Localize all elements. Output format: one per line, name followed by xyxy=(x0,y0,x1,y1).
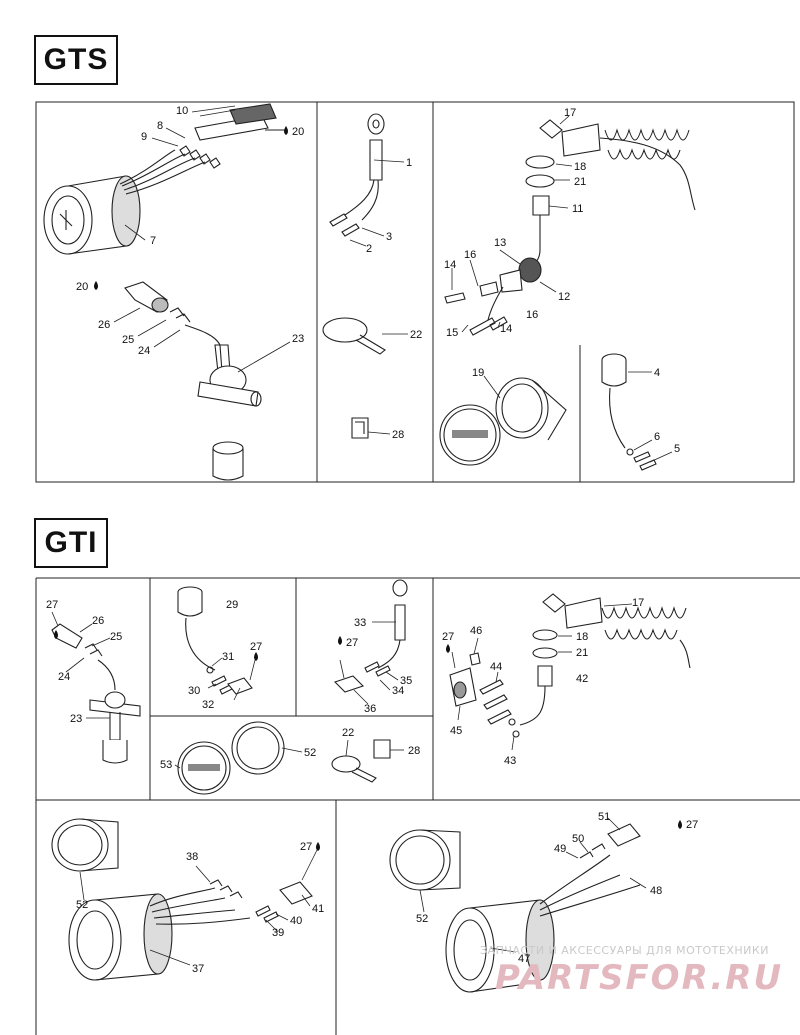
sealant-drop-icon xyxy=(446,644,450,653)
callout-21: 21 xyxy=(576,647,588,659)
sealant-drop-icon xyxy=(316,842,320,851)
callout-30: 30 xyxy=(188,685,200,697)
callout-49: 49 xyxy=(554,843,566,855)
callout-27: 27 xyxy=(46,599,58,611)
callout-34: 34 xyxy=(392,685,404,697)
callout-13: 13 xyxy=(494,237,506,249)
callout-35: 35 xyxy=(400,675,412,687)
callout-23: 23 xyxy=(70,713,82,725)
gauge-7 xyxy=(43,175,141,255)
callout-23: 23 xyxy=(292,333,304,345)
section-badge-gts: GTS xyxy=(34,35,118,85)
callout-18: 18 xyxy=(574,161,586,173)
callout-28: 28 xyxy=(408,745,420,757)
callout-50: 50 xyxy=(572,833,584,845)
callout-7: 7 xyxy=(150,235,156,247)
callout-52: 52 xyxy=(416,913,428,925)
callout-39: 39 xyxy=(272,927,284,939)
callout-21: 21 xyxy=(574,176,586,188)
callout-27: 27 xyxy=(250,641,262,653)
callout-52: 52 xyxy=(304,747,316,759)
callout-2: 2 xyxy=(366,243,372,255)
callout-40: 40 xyxy=(290,915,302,927)
callout-10: 10 xyxy=(176,105,188,117)
callout-20: 20 xyxy=(292,126,304,138)
callout-48: 48 xyxy=(650,885,662,897)
callout-29: 29 xyxy=(226,599,238,611)
callout-26: 26 xyxy=(92,615,104,627)
callout-25: 25 xyxy=(110,631,122,643)
callout-27: 27 xyxy=(442,631,454,643)
callout-46: 46 xyxy=(470,625,482,637)
callout-16: 16 xyxy=(526,309,538,321)
callout-24: 24 xyxy=(138,345,150,357)
sealant-drop-icon xyxy=(94,281,98,290)
watermark-logo: PARTSFOR.RU xyxy=(495,958,784,998)
callout-27: 27 xyxy=(300,841,312,853)
sealant-drop-icon xyxy=(284,126,288,135)
callout-33: 33 xyxy=(354,617,366,629)
callout-22: 22 xyxy=(342,727,354,739)
callout-3: 3 xyxy=(386,231,392,243)
callout-17: 17 xyxy=(564,107,576,119)
callout-6: 6 xyxy=(654,431,660,443)
callout-4: 4 xyxy=(654,367,660,379)
callout-32: 32 xyxy=(202,699,214,711)
callout-45: 45 xyxy=(450,725,462,737)
sealant-drop-icon xyxy=(54,630,58,639)
callout-12: 12 xyxy=(558,291,570,303)
callout-17: 17 xyxy=(632,597,644,609)
callout-42: 42 xyxy=(576,673,588,685)
callout-9: 9 xyxy=(141,131,147,143)
callout-14: 14 xyxy=(500,323,512,335)
callout-52: 52 xyxy=(76,899,88,911)
callout-18: 18 xyxy=(576,631,588,643)
callout-53: 53 xyxy=(160,759,172,771)
sealant-drop-icon xyxy=(338,636,342,645)
callout-25: 25 xyxy=(122,334,134,346)
callout-28: 28 xyxy=(392,429,404,441)
section-badge-gti: GTI xyxy=(34,518,108,568)
callout-27: 27 xyxy=(686,819,698,831)
sealant-drop-icon xyxy=(678,820,682,829)
callout-20: 20 xyxy=(76,281,88,293)
callout-24: 24 xyxy=(58,671,70,683)
callout-36: 36 xyxy=(364,703,376,715)
callout-41: 41 xyxy=(312,903,324,915)
callout-38: 38 xyxy=(186,851,198,863)
callout-26: 26 xyxy=(98,319,110,331)
callout-1: 1 xyxy=(406,157,412,169)
callout-43: 43 xyxy=(504,755,516,767)
watermark-tagline: ЗАПЧАСТИ И АКСЕССУАРЫ ДЛЯ МОТОТЕХНИКИ xyxy=(480,944,769,957)
callout-31: 31 xyxy=(222,651,234,663)
callout-14: 14 xyxy=(444,259,456,271)
callout-27: 27 xyxy=(346,637,358,649)
callout-8: 8 xyxy=(157,120,163,132)
callout-19: 19 xyxy=(472,367,484,379)
callout-37: 37 xyxy=(192,963,204,975)
callout-11: 11 xyxy=(572,203,583,215)
gts-frame xyxy=(35,101,795,483)
callout-16: 16 xyxy=(464,249,476,261)
callout-47: 47 xyxy=(518,953,530,965)
callout-22: 22 xyxy=(410,329,422,341)
sealant-drop-icon xyxy=(254,652,258,661)
callout-51: 51 xyxy=(598,811,610,823)
callout-44: 44 xyxy=(490,661,502,673)
callout-5: 5 xyxy=(674,443,680,455)
callout-15: 15 xyxy=(446,327,458,339)
